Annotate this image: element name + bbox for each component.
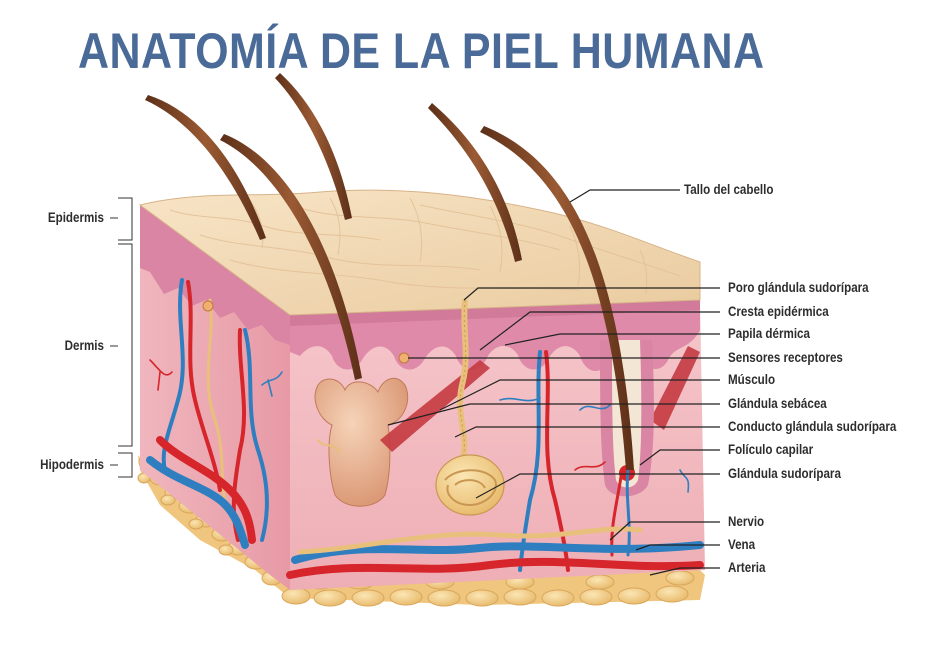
label-glandula-sudoripara: Glándula sudorípara <box>728 466 841 481</box>
epidermal-band-left <box>140 205 290 345</box>
label-sensores-receptores: Sensores receptores <box>728 350 843 365</box>
hairs <box>145 73 634 470</box>
label-dermis: Dermis <box>64 338 104 353</box>
label-poro-glandula: Poro glándula sudorípara <box>728 280 869 295</box>
label-arteria: Arteria <box>728 560 766 575</box>
sebaceous-gland <box>314 377 409 507</box>
bottom-vessels <box>286 526 704 579</box>
sensory-receptors <box>202 300 410 364</box>
label-papila-dermica: Papila dérmica <box>728 326 810 341</box>
label-musculo: Músculo <box>728 372 776 387</box>
leader-lines <box>387 189 720 576</box>
label-tallo-cabello: Tallo del cabello <box>684 182 774 197</box>
label-glandula-sebacea: Glándula sebácea <box>728 396 827 411</box>
label-vena: Vena <box>728 537 756 552</box>
label-hipodermis: Hipodermis <box>40 457 104 472</box>
layer-brackets <box>110 197 133 478</box>
label-foliculo-capilar: Folículo capilar <box>728 442 814 457</box>
label-cresta-epidermica: Cresta epidérmica <box>728 304 829 319</box>
label-conducto-glandula: Conducto glándula sudorípara <box>728 419 897 434</box>
label-nervio: Nervio <box>728 514 765 529</box>
sweat-gland <box>435 299 505 516</box>
hypodermis-vessels-left <box>146 436 256 549</box>
page-title: ANATOMÍA DE LA PIEL HUMANA <box>78 23 765 79</box>
label-epidermis: Epidermis <box>47 210 104 225</box>
